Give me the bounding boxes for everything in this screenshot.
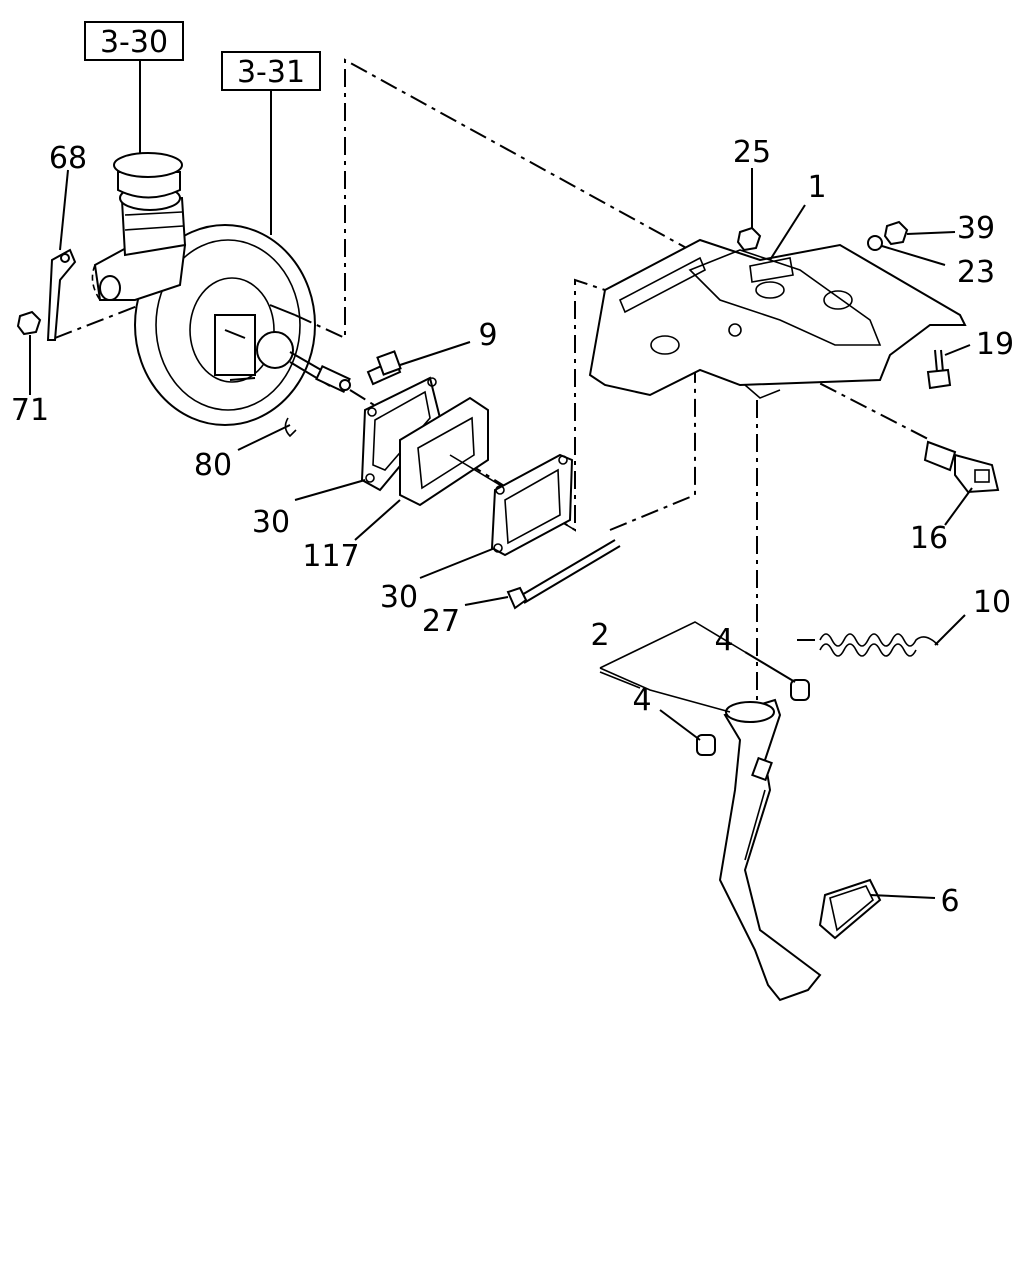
callout-117: 117	[302, 539, 359, 574]
centerline-bolt-27	[609, 324, 736, 531]
bolt-19	[926, 349, 952, 390]
ref-box-3-30-label: 3-30	[100, 25, 168, 60]
ref-box-3-31-label: 3-31	[237, 55, 305, 90]
nut-25	[736, 226, 762, 252]
callout-10: 10	[973, 585, 1011, 620]
callout-4-lower: 4	[632, 683, 651, 718]
callout-80: 80	[194, 448, 232, 483]
centerline-gaskets	[349, 278, 606, 532]
pedal-arm	[718, 698, 882, 1002]
bushing-4-lower	[696, 734, 716, 756]
brake-booster-assembly	[16, 152, 351, 426]
callout-19: 19	[976, 327, 1014, 362]
gasket-30-lower	[490, 453, 574, 557]
callout-71: 71	[11, 393, 49, 428]
centerline-booster-to-bracket	[294, 58, 691, 340]
callout-39: 39	[957, 211, 995, 246]
nut-39	[883, 220, 909, 246]
callout-25: 25	[733, 135, 771, 170]
bolt-27	[506, 539, 621, 610]
leader-lines	[29, 168, 973, 899]
callout-30-lower: 30	[380, 580, 418, 615]
ref-box-3-31[interactable]: 3-31	[221, 51, 321, 91]
callout-4-upper: 4	[714, 623, 733, 658]
bushing-4-upper	[790, 679, 810, 701]
switch-16	[923, 440, 1000, 494]
callout-1: 1	[807, 170, 826, 205]
callout-68: 68	[49, 141, 87, 176]
pedal-bracket	[588, 238, 967, 399]
callout-30-upper: 30	[252, 505, 290, 540]
pin-9	[366, 350, 402, 386]
ref-box-3-30[interactable]: 3-30	[84, 21, 184, 61]
callout-23: 23	[957, 255, 995, 290]
callout-16: 16	[910, 521, 948, 556]
washer-23	[867, 235, 883, 251]
callout-2: 2	[590, 618, 609, 653]
callout-6: 6	[940, 884, 959, 919]
callout-9: 9	[478, 318, 497, 353]
clip-80	[284, 417, 297, 438]
callout-27: 27	[422, 604, 460, 639]
return-spring-10	[819, 633, 939, 657]
